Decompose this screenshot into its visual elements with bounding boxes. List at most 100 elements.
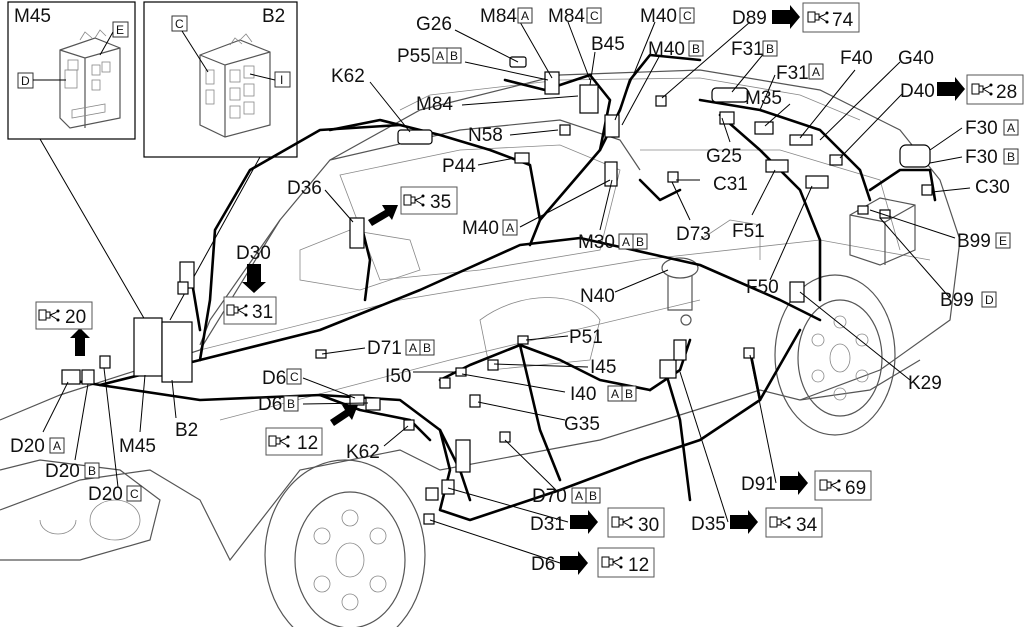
label-d20-sub-c: C	[130, 487, 139, 501]
label-d20-sub-a: A	[53, 439, 61, 453]
label-b99-e: B99	[957, 231, 991, 252]
ref-74-label: 74	[832, 10, 854, 31]
label-f31-sub-a: A	[812, 65, 820, 79]
inset-m45-pin-e: E	[116, 23, 124, 37]
ref-28-label: 28	[996, 82, 1017, 103]
ref-box-74: 74	[802, 2, 860, 33]
label-m30-sub-a: A	[622, 235, 630, 249]
label-f31-b: F31	[731, 39, 764, 60]
ref-box-28: 28	[966, 74, 1024, 105]
ref-box-34: 34	[765, 507, 823, 538]
label-m40-sub-c: C	[683, 9, 692, 23]
label-d20-b: D20	[45, 461, 80, 482]
leader-lines	[42, 21, 971, 564]
label-f30-a: F30	[965, 118, 998, 139]
label-m35: M35	[745, 88, 782, 109]
label-c31: C31	[713, 174, 748, 195]
ref-12-label: 12	[297, 433, 318, 454]
component-labels: G26 M84 A M84 C M40 C D89 P55 A B B45 M4…	[10, 6, 1019, 575]
connectors	[61, 56, 933, 525]
inset-m45-title: M45	[14, 6, 51, 27]
label-i45: I45	[590, 357, 616, 378]
ref-box-35: 35	[400, 186, 458, 215]
label-m84-c: M84	[548, 6, 585, 27]
label-i50: I50	[385, 366, 411, 387]
label-d6-sub-c: C	[290, 370, 299, 384]
label-g25: G25	[706, 146, 742, 167]
label-d6: D6	[531, 554, 555, 575]
label-d40: D40	[900, 81, 935, 102]
front-wheel	[264, 459, 426, 627]
label-f30-b: F30	[965, 147, 998, 168]
wiring-harness	[68, 53, 937, 522]
battery	[849, 197, 916, 266]
inset-m45: M45 E D	[7, 1, 136, 140]
label-f30-sub-a: A	[1007, 121, 1015, 135]
label-b99-d: B99	[940, 290, 974, 311]
ref-box-31: 31	[223, 296, 277, 325]
label-f40: F40	[840, 48, 873, 69]
inset-b2: B2 C I	[143, 1, 298, 158]
label-n58: N58	[468, 125, 503, 146]
label-d70-sub-b: B	[589, 489, 597, 503]
label-f50: F50	[746, 277, 779, 298]
label-m84-sub-a: A	[521, 9, 529, 23]
ref-35-label: 35	[430, 192, 451, 213]
label-m40-c: M40	[640, 6, 677, 27]
label-d20-a: D20	[10, 436, 45, 457]
label-d70-sub-a: A	[575, 489, 583, 503]
label-d35: D35	[691, 514, 726, 535]
label-b99-sub-d: D	[985, 293, 994, 307]
label-d6-sub-b: B	[287, 397, 295, 411]
connector-k62-top	[397, 129, 433, 145]
label-i40: I40	[570, 384, 596, 405]
inset-m45-pin-d: D	[21, 74, 30, 88]
label-d73: D73	[676, 224, 711, 245]
label-k62: K62	[331, 66, 365, 87]
label-p55: P55	[397, 46, 431, 67]
ref-box-12b: 12	[597, 547, 655, 578]
ref-box-12: 12	[265, 427, 323, 456]
label-k29: K29	[908, 373, 942, 394]
inset-b2-pin-i: I	[280, 73, 283, 87]
label-m40-sub-b: B	[692, 42, 700, 56]
label-m40-b: M40	[648, 39, 685, 60]
label-n40: N40	[580, 286, 615, 307]
label-c30: C30	[975, 177, 1010, 198]
label-i40-sub-a: A	[611, 387, 619, 401]
label-d31: D31	[530, 514, 565, 535]
label-d20-sub-b: B	[88, 464, 96, 478]
label-m84-sub-c: C	[590, 9, 599, 23]
label-f30-sub-b: B	[1007, 150, 1015, 164]
label-b99-sub-e: E	[999, 234, 1007, 248]
label-p55-sub-b: B	[450, 49, 458, 63]
ref-34-label: 34	[796, 515, 818, 536]
label-d89: D89	[732, 8, 767, 29]
label-m30-sub-b: B	[636, 235, 644, 249]
label-b2: B2	[175, 420, 198, 441]
label-d91: D91	[741, 474, 776, 495]
label-f31-a: F31	[776, 63, 809, 84]
label-g26: G26	[416, 14, 452, 35]
inset-b2-pin-c: C	[175, 17, 184, 31]
label-m40-a: M40	[462, 218, 499, 239]
ref-box-69: 69	[814, 470, 872, 501]
fuel-pump	[661, 257, 699, 326]
label-f51: F51	[732, 221, 765, 242]
ref-31-label: 31	[252, 302, 273, 323]
ref-box-30: 30	[607, 507, 665, 538]
ref-30-label: 30	[638, 515, 659, 536]
label-d6-c: D6	[262, 368, 286, 389]
label-p51: P51	[569, 327, 603, 348]
label-p44: P44	[442, 156, 476, 177]
ref-69-label: 69	[845, 478, 866, 499]
label-k62-b: K62	[346, 442, 380, 463]
ref-20-label: 20	[65, 307, 86, 328]
label-d30: D30	[236, 243, 271, 264]
label-g35: G35	[564, 414, 600, 435]
label-d71-sub-a: A	[409, 341, 417, 355]
label-p55-sub-a: A	[436, 49, 444, 63]
label-m84: M84	[480, 6, 517, 27]
label-d36: D36	[287, 178, 322, 199]
